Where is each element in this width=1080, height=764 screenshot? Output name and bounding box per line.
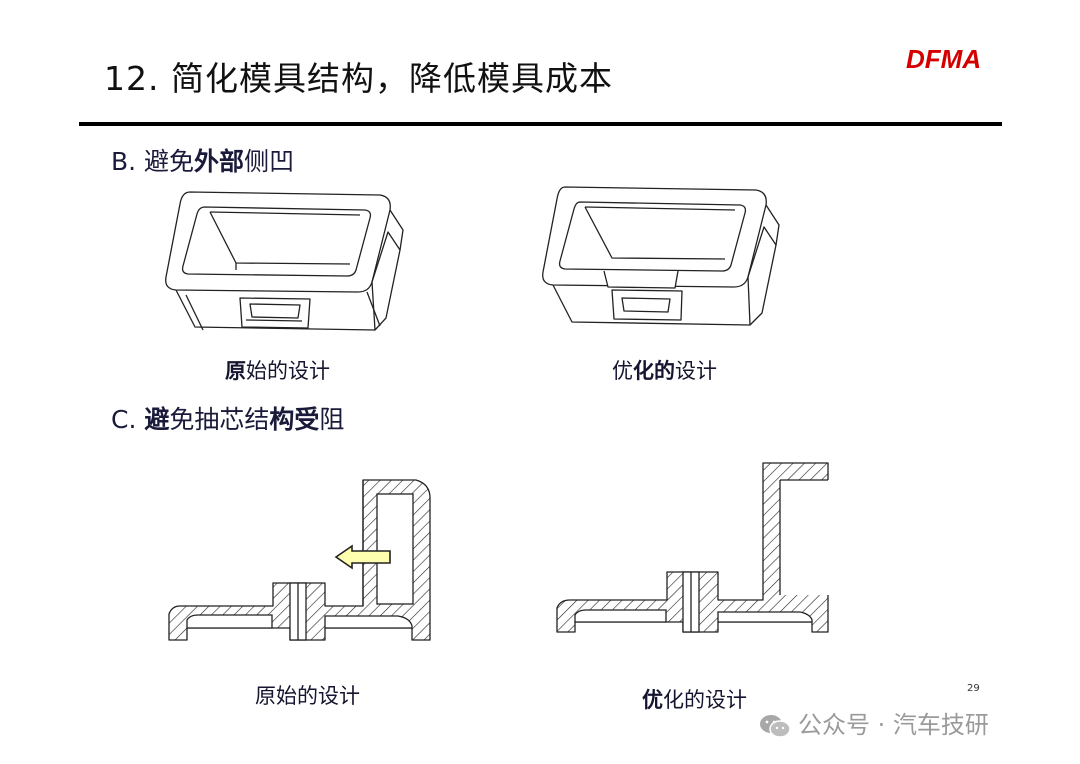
core-pull-arrow-icon: [334, 544, 391, 570]
section-c-heading-bold1: 避: [144, 405, 170, 434]
page-number: 29: [967, 683, 980, 694]
section-c-heading-bold2: 构受: [269, 405, 320, 434]
watermark-text: 公众号 · 汽车技研: [798, 711, 989, 739]
tray-optimized-caption: 优化的设计: [612, 355, 717, 385]
section-original-drawing: [168, 479, 431, 641]
slide-title: 12. 简化模具结构，降低模具成本: [104, 59, 613, 98]
section-b-heading-prefix: B. 避免: [111, 147, 195, 176]
section-c-heading-mid: 免抽芯结: [169, 405, 270, 434]
section-c-heading-suffix: 阻: [319, 405, 345, 434]
caption-bold-part: 化的: [633, 359, 675, 383]
caption-normal-part: 优: [612, 359, 633, 383]
tray-original-caption: 原始的设计: [225, 355, 330, 385]
caption-bold-part: 优: [642, 688, 663, 712]
section-b-heading: B. 避免外部侧凹: [111, 142, 294, 178]
tray-optimized-drawing: [542, 186, 780, 326]
caption-bold-part: 原: [225, 359, 246, 383]
section-b-heading-suffix: 侧凹: [244, 147, 295, 176]
brand-logo: DFMA: [906, 44, 982, 74]
caption-normal-part: 化的设计: [663, 688, 747, 712]
section-c-heading: C. 避免抽芯结构受阻: [111, 400, 344, 436]
section-optimized-caption: 优化的设计: [642, 684, 747, 714]
caption-normal-part: 始的设计: [246, 359, 330, 383]
wechat-icon: [760, 715, 791, 738]
tray-original-drawing: [165, 191, 404, 331]
section-optimized-drawing: [556, 462, 830, 633]
section-b-heading-bold: 外部: [194, 147, 245, 176]
watermark: 公众号 · 汽车技研: [758, 705, 989, 740]
section-original-caption: 原始的设计: [255, 684, 360, 708]
section-c-heading-prefix: C.: [111, 405, 145, 434]
title-divider: [79, 122, 1002, 126]
caption-suffix-part: 设计: [675, 359, 717, 383]
